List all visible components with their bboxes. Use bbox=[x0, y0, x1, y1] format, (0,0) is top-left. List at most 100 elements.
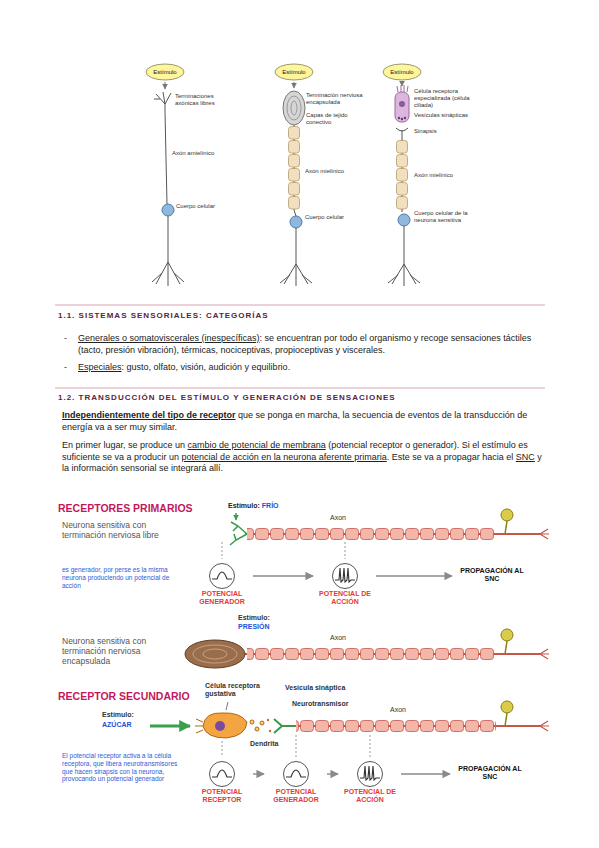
potential-stage: POTENCIAL DE ACCIÓN bbox=[341, 760, 399, 804]
primary-free-neuron bbox=[247, 528, 495, 540]
secondary-receptor bbox=[203, 713, 247, 738]
free-ending-neuron bbox=[165, 112, 167, 204]
body-text: Generales o somatoviscerales (inespecífi… bbox=[78, 333, 260, 343]
primary-encapsulated-neuron bbox=[193, 645, 237, 663]
potential-stage: POTENCIAL GENERADOR bbox=[193, 562, 251, 606]
secondary-receptor bbox=[226, 702, 228, 710]
stimulus-label: Estímulo: bbox=[228, 502, 260, 509]
flow-arrow bbox=[401, 773, 450, 774]
waveform-icon bbox=[284, 762, 309, 787]
part-label: Axon bbox=[330, 514, 360, 522]
waveform-icon bbox=[286, 770, 306, 777]
stage-text: PROPAGACIÓN AL SNC bbox=[455, 765, 525, 781]
stimulus-text: Estímulo bbox=[390, 69, 413, 76]
secondary-receptor bbox=[215, 721, 225, 731]
free-ending-neuron bbox=[165, 82, 166, 89]
part-label: Terminación nerviosa encapsulada bbox=[306, 92, 366, 106]
stimulus-label: AZÚCAR bbox=[102, 721, 147, 729]
waveform-icon bbox=[358, 762, 383, 787]
encapsulated-neuron bbox=[294, 210, 296, 216]
part-label: Capas de tejido conectivo bbox=[306, 112, 366, 126]
primary-free-neuron bbox=[505, 521, 507, 534]
ellipse-outline bbox=[146, 64, 184, 80]
section-rule bbox=[55, 305, 545, 306]
ellipse-outline bbox=[383, 64, 421, 80]
paragraph: Independientemente del tipo de receptorq… bbox=[62, 410, 547, 433]
waveform-icon bbox=[335, 568, 355, 582]
diagram-heading: RECEPTOR SECUNDARIO bbox=[58, 690, 208, 703]
primary-free-neuron bbox=[222, 509, 549, 559]
primary-free-neuron bbox=[501, 509, 513, 521]
part-label: Cuerpo celular bbox=[305, 214, 355, 221]
body-text: . Este se va a propagar hacia el bbox=[387, 452, 514, 462]
waveform-icon bbox=[210, 564, 235, 589]
section-heading: 1.2. TRANSDUCCIÓN DEL ESTÍMULO Y GENERAC… bbox=[58, 393, 548, 403]
body-text: SNC bbox=[516, 452, 535, 462]
body-text: En primer lugar, se produce un bbox=[62, 440, 185, 450]
potential-stage: POTENCIAL RECEPTOR bbox=[193, 760, 251, 804]
ellipse-outline bbox=[275, 64, 313, 80]
encapsulated-neuron bbox=[288, 126, 300, 210]
free-ending-neuron bbox=[154, 92, 171, 112]
section-heading: 1.1. SISTEMAS SENSORIALES: CATEGORÍAS bbox=[58, 311, 548, 321]
waveform-icon bbox=[356, 760, 384, 788]
stimulus-text: Estímulo bbox=[282, 69, 305, 76]
stage-text: POTENCIAL GENERADOR bbox=[269, 788, 323, 804]
part-label: Vesículas sinápticas bbox=[414, 112, 470, 119]
stimulus-text: Estímulo bbox=[153, 69, 176, 76]
part-label: Sinapsis bbox=[414, 128, 454, 135]
part-label: Axon bbox=[390, 706, 420, 714]
part-label: Neurona sensitiva con terminación nervio… bbox=[62, 520, 182, 540]
primary-free-neuron bbox=[230, 522, 247, 545]
paragraph: Generales o somatoviscerales (inespecífi… bbox=[78, 333, 548, 356]
stimulus-label: FRÍO bbox=[262, 502, 279, 509]
waveform-icon bbox=[212, 770, 232, 777]
body-text: Independientemente del tipo de receptor bbox=[62, 410, 236, 420]
stage-text: POTENCIAL DE ACCIÓN bbox=[343, 788, 397, 804]
section-rule bbox=[55, 388, 545, 389]
potential-stage: POTENCIAL GENERADOR bbox=[267, 760, 325, 804]
part-label: Axon bbox=[330, 634, 360, 642]
stimulus-label: PRESIÓN bbox=[238, 623, 288, 631]
primary-free-neuron bbox=[345, 542, 346, 559]
encapsulated-neuron bbox=[283, 91, 305, 125]
flow-arrow bbox=[253, 773, 264, 774]
hair-cell-neuron bbox=[397, 85, 408, 92]
body-text: Especiales bbox=[78, 362, 122, 372]
secondary-receptor bbox=[255, 727, 259, 731]
paragraph: Estímulo:FRÍO bbox=[228, 502, 328, 511]
part-label: Vesícula sináptica bbox=[285, 684, 365, 692]
secondary-receptor bbox=[501, 701, 513, 713]
primary-encapsulated-neuron bbox=[185, 629, 549, 668]
primary-encapsulated-neuron bbox=[185, 640, 245, 668]
body-text: : gusto, olfato, visión, audición y equi… bbox=[122, 362, 291, 372]
part-label: Neurotransmisor bbox=[292, 700, 362, 708]
secondary-receptor bbox=[222, 741, 223, 757]
part-label: Neurona sensitiva con terminación nervio… bbox=[62, 636, 174, 667]
stage-text: POTENCIAL DE ACCIÓN bbox=[318, 590, 372, 606]
free-ending-neuron bbox=[152, 216, 184, 286]
encapsulated-neuron bbox=[280, 228, 312, 286]
part-label: Cuerpo celular de la neurona sensitiva bbox=[414, 210, 470, 224]
stage-text: POTENCIAL GENERADOR bbox=[195, 590, 249, 606]
waveform-icon bbox=[210, 762, 235, 787]
hair-cell-neuron bbox=[401, 118, 403, 120]
part-label: Célula receptora gustativa bbox=[205, 682, 277, 699]
part-label: Dendrita bbox=[250, 740, 290, 748]
diagram-heading: RECEPTORES PRIMARIOS bbox=[58, 502, 208, 515]
secondary-receptor bbox=[250, 720, 254, 724]
body-text: cambio de potencial de membrana bbox=[188, 440, 326, 450]
flow-arrow bbox=[376, 575, 452, 576]
secondary-receptor bbox=[269, 730, 271, 732]
hair-cell-neuron bbox=[388, 226, 420, 286]
waveform-icon bbox=[360, 766, 380, 780]
potential-stage: PROPAGACIÓN AL SNC bbox=[453, 765, 527, 781]
secondary-receptor bbox=[267, 719, 269, 721]
paragraph: En primer lugar, se produce uncambio de … bbox=[62, 440, 547, 475]
free-ending-neuron bbox=[162, 204, 174, 216]
encapsulated-neuron bbox=[287, 96, 301, 120]
part-label: Terminaciones axónicas libres bbox=[175, 93, 237, 107]
free-ending-neuron bbox=[152, 82, 184, 286]
